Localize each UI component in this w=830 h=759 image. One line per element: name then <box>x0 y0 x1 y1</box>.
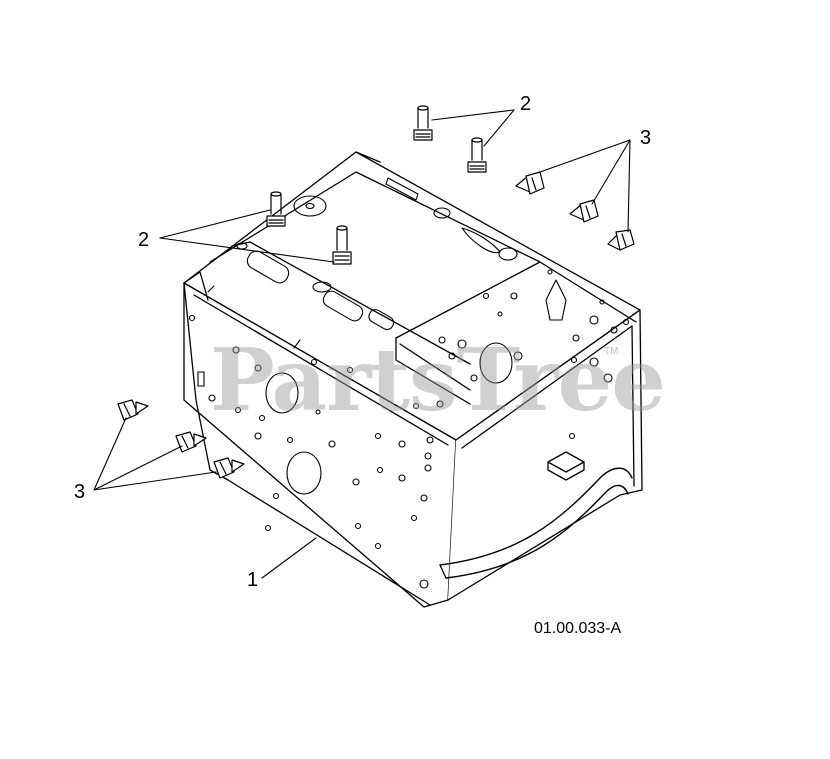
watermark: PartsTree <box>210 330 666 431</box>
leader-lines <box>93 109 631 579</box>
frame-housing <box>183 151 643 608</box>
stud-bolt-2 <box>467 137 487 173</box>
callout-2-upper: 2 <box>520 93 532 115</box>
shoulder-bolt-r1 <box>515 171 545 195</box>
frame-holes <box>188 177 630 589</box>
shoulder-bolt-r3 <box>607 229 635 251</box>
shoulder-bolt-l2 <box>175 431 207 453</box>
stud-bolt-1 <box>413 105 433 141</box>
watermark-tm: TM <box>604 346 619 357</box>
shoulder-bolt-r2 <box>569 199 599 223</box>
callout-3-right: 3 <box>640 127 652 149</box>
callout-3-left: 3 <box>74 481 86 503</box>
shoulder-bolt-l3 <box>213 457 245 479</box>
callout-1: 1 <box>247 569 259 591</box>
shoulder-bolts <box>117 171 635 479</box>
stud-bolts <box>266 105 487 265</box>
shoulder-bolt-l1 <box>117 399 149 421</box>
stud-bolt-3 <box>266 191 286 227</box>
callout-2-left: 2 <box>138 229 150 251</box>
figure-code: 01.00.033-A <box>534 620 622 637</box>
stud-bolt-4 <box>332 225 352 265</box>
